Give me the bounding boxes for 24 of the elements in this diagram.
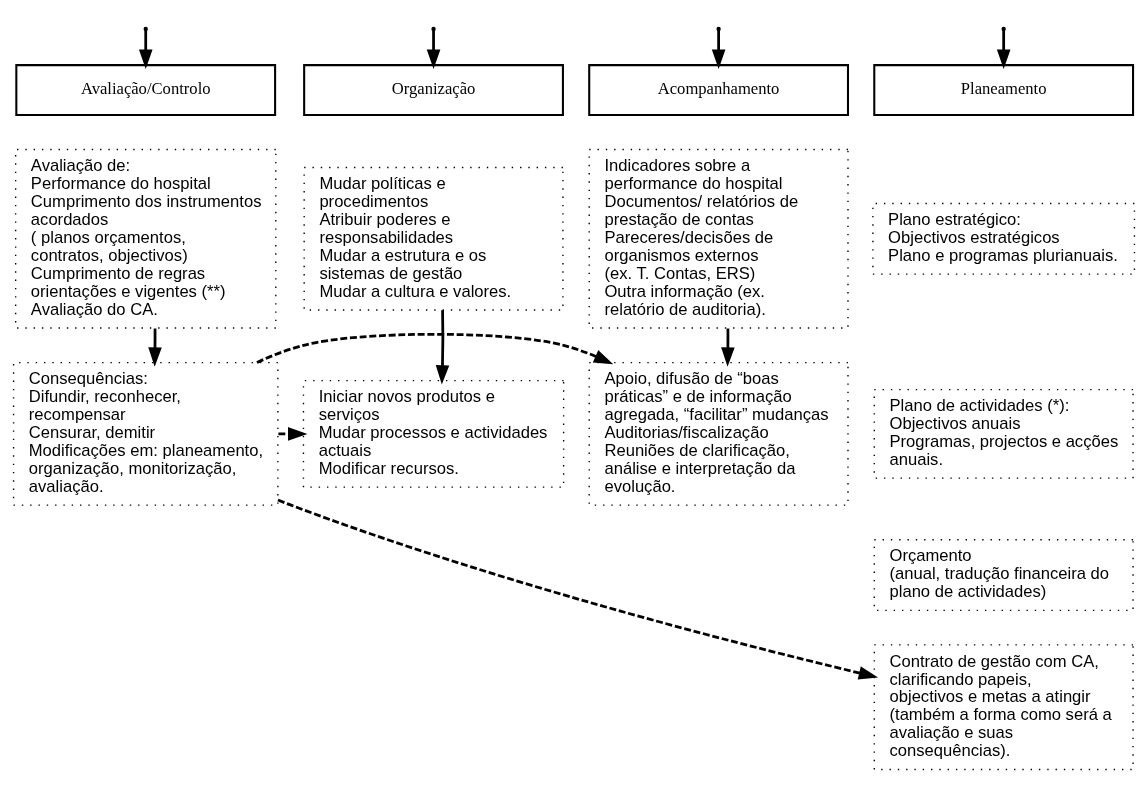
arrow [277, 498, 879, 680]
arrow [138, 30, 153, 69]
arrow [435, 309, 450, 385]
arrow [711, 30, 726, 69]
node-box: Acompanhamento [588, 63, 850, 116]
node-box: Avaliação/Controlo [15, 63, 277, 116]
arrow [278, 426, 308, 441]
node-box: Orçamento (anual, tradução financeira do plano de actividades) [873, 538, 1134, 611]
node-box: Indicadores sobre a performance do hospital Documentos/ relatórios de prestação de contas Pareceres/decisões de organismos externos (ex. T. Contas, ERS) Outra informação (ex. relatório de auditoria). [588, 148, 849, 329]
node-box: Organização [303, 63, 564, 116]
node-box: Mudar políticas e procedimentos Atribuir poderes e responsabilidades Mudar a estrutura e os sistemas de gestão Mudar a cultura e valores. [303, 166, 564, 311]
arrow [426, 30, 441, 69]
arrow [256, 332, 614, 364]
node-box: Iniciar novos produtos e serviços Mudar processos e actividades actuais Modificar recursos. [302, 379, 565, 488]
arrow [721, 327, 735, 367]
node-box: Plano de actividades (*): Objectivos anuais Programas, projectos e acções anuais. [873, 388, 1134, 479]
arrow [996, 30, 1011, 69]
node-box: Planeamento [873, 63, 1135, 116]
node-box: Plano estratégico: Objectivos estratégicos Plano e programas plurianuais. [872, 202, 1136, 275]
arrow [148, 327, 162, 367]
node-box: Contrato de gestão com CA, clarificando papeis, objectivos e metas a atingir (também a forma como será a avaliação e suas consequências). [873, 643, 1134, 770]
node-box: Consequências: Difundir, reconhecer, recompensar Censurar, demitir Modificações em: planeamento, organização, monitorização, avaliação. [12, 361, 279, 506]
node-box: Apoio, difusão de “boas práticas” e de informação agregada, “facilitar” mudanças Auditorias/fiscalização Reuniões de clarificação, análise e interpretação da evolução. [588, 361, 849, 506]
node-box: Avaliação de: Performance do hospital Cumprimento dos instrumentos acordados ( planos orçamentos, contratos, objectivos) Cumprimento de regras orientações e vigentes (**) Avaliação do CA. [14, 148, 277, 329]
